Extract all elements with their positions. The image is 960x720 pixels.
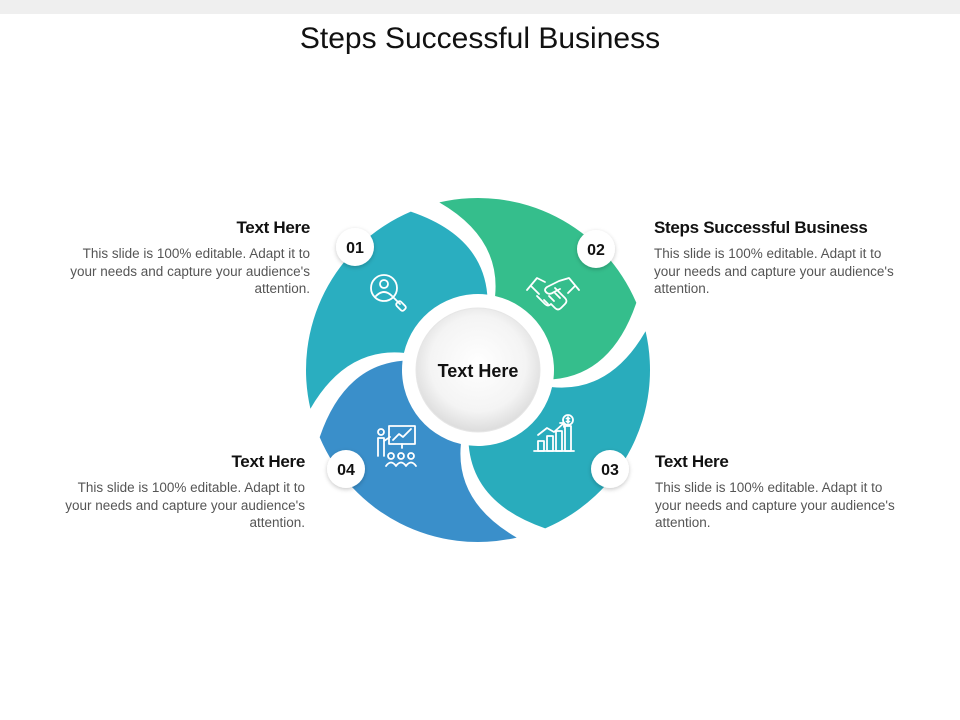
step-4-heading: Text Here [231, 452, 305, 471]
user-search-icon [370, 274, 407, 312]
badge-circle [577, 230, 615, 268]
center-circle [415, 307, 541, 433]
badge-circle [591, 450, 629, 488]
handshake-icon [526, 277, 580, 311]
step-3-number: 03 [601, 462, 619, 479]
center-label: Text Here [438, 361, 519, 381]
step-3-heading: Text Here [655, 452, 729, 471]
badge-circle [327, 450, 365, 488]
segment-4 [319, 360, 517, 542]
growth-chart-icon [533, 414, 575, 452]
step-4-body: This slide is 100% editable. Adapt it to… [65, 480, 305, 530]
step-1-body: This slide is 100% editable. Adapt it to… [70, 246, 310, 296]
top-strip [0, 0, 960, 14]
step-4-number: 04 [337, 462, 355, 479]
step-4-badge: 04 [327, 450, 365, 488]
presentation-icon [377, 425, 417, 467]
slide-title: Steps Successful Business [299, 22, 661, 55]
step-1-heading: Text Here [236, 218, 310, 237]
step-2-number: 02 [587, 242, 605, 259]
step-3-text: Text Here This slide is 100% editable. A… [655, 452, 910, 532]
step-2-badge: 02 [577, 230, 615, 268]
step-3-badge: 03 [591, 450, 629, 488]
step-1-number: 01 [346, 240, 364, 257]
step-1-badge: 01 [336, 228, 374, 266]
step-2-text: Steps Successful Business This slide is … [654, 218, 909, 298]
step-4-text: Text Here This slide is 100% editable. A… [50, 452, 305, 532]
step-2-heading: Steps Successful Business [654, 218, 868, 237]
step-2-body: This slide is 100% editable. Adapt it to… [654, 246, 894, 296]
step-1-text: Text Here This slide is 100% editable. A… [55, 218, 310, 298]
badge-circle [336, 228, 374, 266]
step-3-body: This slide is 100% editable. Adapt it to… [655, 480, 895, 530]
